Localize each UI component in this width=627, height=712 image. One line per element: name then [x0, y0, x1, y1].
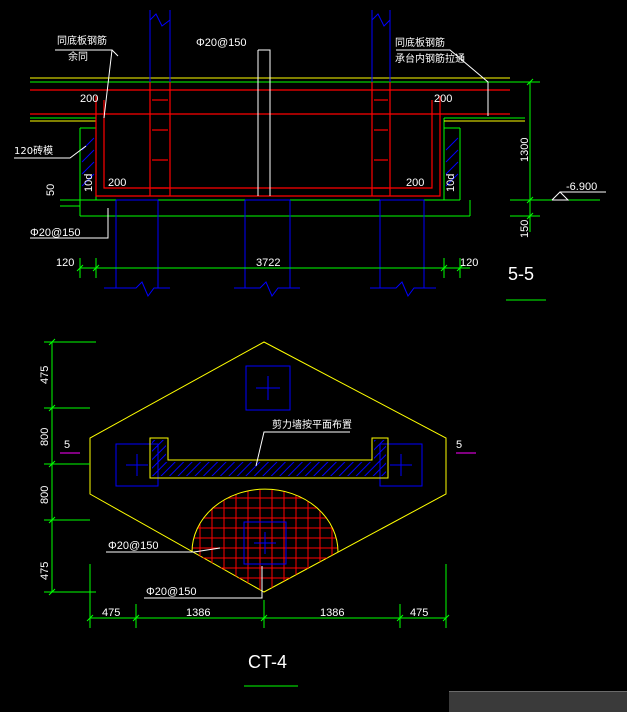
dim-3722: 3722: [256, 257, 280, 269]
label-tie-to-cap-rebar: 承台内钢筋拉通: [395, 52, 465, 65]
section-leaders: [14, 49, 489, 239]
label-rebar-top: Φ20@150: [196, 37, 247, 49]
label-rebar-1: Φ20@150: [108, 540, 159, 552]
section-dimensions: [60, 78, 600, 301]
dim-v-800-a: 800: [39, 428, 51, 446]
dim-h-1386-right: 1386: [320, 607, 344, 619]
dim-200-top-right: 200: [434, 93, 452, 105]
section-title: 5-5: [508, 264, 534, 284]
dim-10d-left: 10d: [83, 174, 95, 192]
dim-120-left: 120: [56, 257, 74, 269]
dim-200-bottom-left: 200: [108, 177, 126, 189]
plan-rebar-leaders: [106, 547, 263, 599]
elevation-value: -6.900: [566, 181, 597, 193]
dim-v-800-b: 800: [39, 486, 51, 504]
pile-cap-outline: [89, 341, 447, 593]
dim-50: 50: [45, 184, 57, 196]
dim-200-top-left: 200: [80, 93, 98, 105]
plan-ct-4: 剪力墙按平面布置 5 5 Φ20@150 Φ20@150: [39, 338, 476, 687]
label-same-as-suffix: 余同: [68, 50, 88, 63]
plan-vertical-dimensions: [44, 338, 96, 596]
dim-v-475-bottom: 475: [39, 562, 51, 580]
label-same-as-bottom-rebar-right: 同底板钢筋: [395, 36, 445, 49]
section-5-5: 同底板钢筋 余同 同底板钢筋 承台内钢筋拉通 120砖模 Φ20@150 Φ20…: [14, 10, 606, 301]
label-rebar-2: Φ20@150: [146, 586, 197, 598]
dim-h-475-right: 475: [410, 607, 428, 619]
piles: [104, 199, 436, 297]
label-brick-wall: 120砖模: [14, 144, 53, 157]
elevation-marker: [551, 191, 570, 201]
dim-10d-right: 10d: [445, 174, 457, 192]
section-mark-left: 5: [64, 439, 70, 451]
mesh-boundary-arc: [191, 488, 339, 553]
dim-150: 150: [519, 220, 531, 238]
label-rebar-left: Φ20@150: [30, 227, 81, 239]
plan-piles: [115, 365, 423, 565]
label-same-as-bottom-rebar-left: 同底板钢筋: [57, 34, 107, 47]
plan-title: CT-4: [248, 652, 287, 672]
dim-h-475-left: 475: [102, 607, 120, 619]
shear-wall: [149, 437, 389, 479]
plan-horizontal-dimensions: [86, 564, 450, 687]
wall-columns-top: [149, 10, 391, 82]
label-shear-wall-note: 剪力墙按平面布置: [272, 418, 352, 431]
dim-200-bottom-right: 200: [406, 177, 424, 189]
section-mark-right: 5: [456, 439, 462, 451]
dim-v-475-top: 475: [39, 366, 51, 384]
dim-120-right: 120: [460, 257, 478, 269]
shear-wall-leader: [255, 431, 350, 467]
dim-h-1386-left: 1386: [186, 607, 210, 619]
dim-1300: 1300: [519, 138, 531, 162]
viewport-corner-panel: [449, 691, 627, 712]
